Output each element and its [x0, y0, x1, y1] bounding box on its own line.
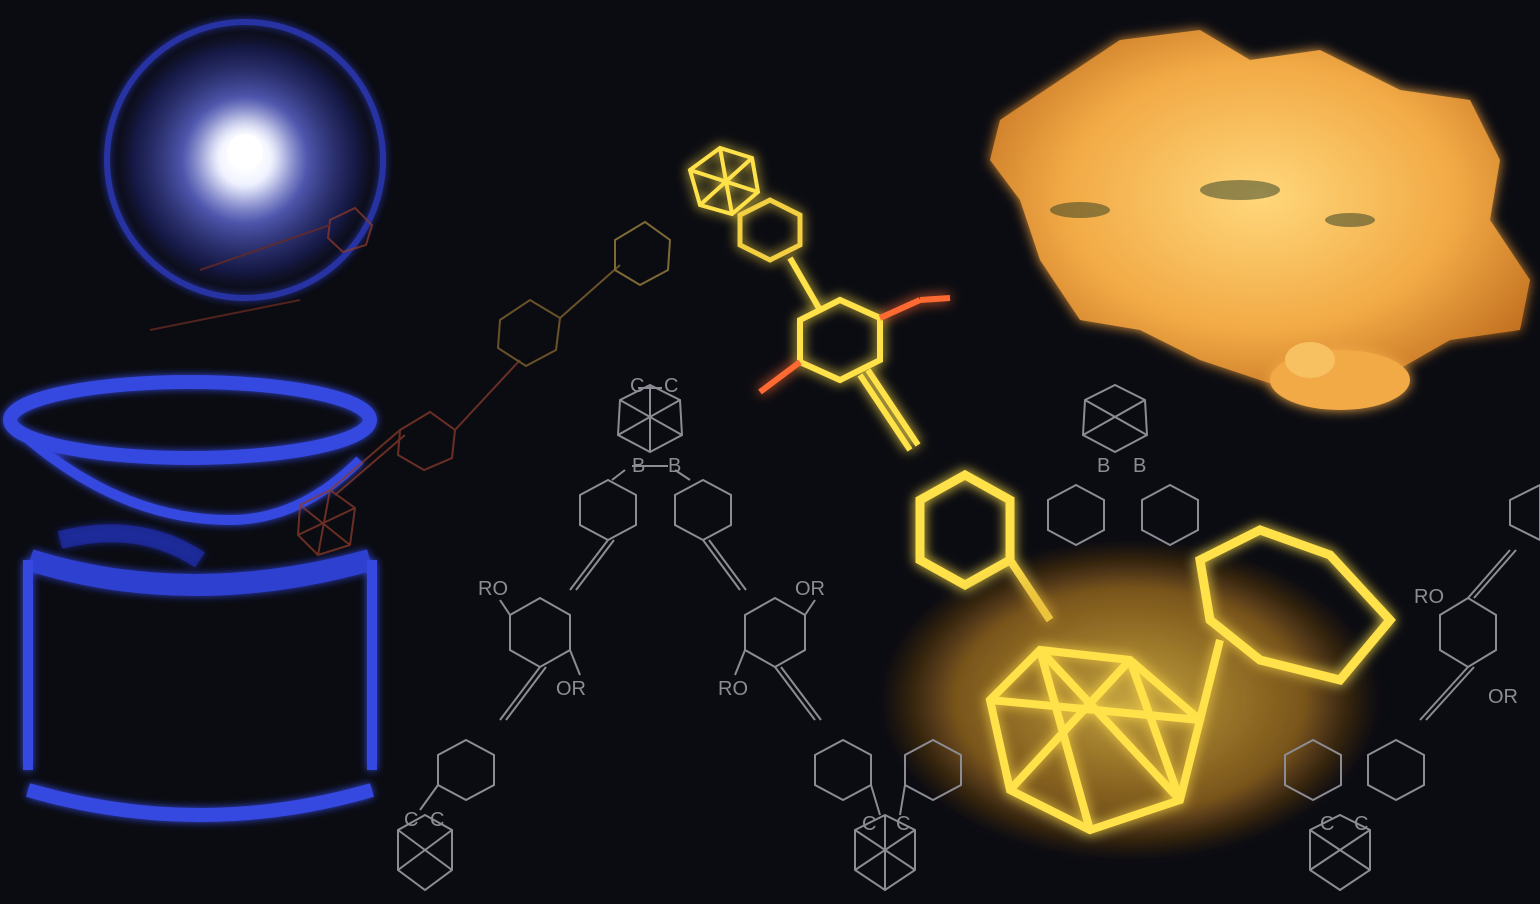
carbon-label: C [1354, 813, 1368, 835]
crystal-cluster-icon [990, 30, 1530, 410]
carbon-label: C [862, 813, 876, 835]
alkoxy-label: OR [1488, 686, 1518, 708]
uv-lamp-sphere [104, 19, 386, 301]
glowing-molecule [687, 145, 1396, 860]
alkoxy-label: OR [556, 678, 586, 700]
alkoxy-label: RO [1414, 586, 1444, 608]
carbon-label: C [430, 809, 444, 831]
chemical-structure [397, 383, 1540, 892]
structure-labels: C C B B B B RO OR OR RO RO OR C C C C C … [404, 375, 1518, 835]
benzene-ring-icon [737, 197, 803, 263]
carbon-label: C [404, 809, 418, 831]
alkoxy-label: RO [478, 578, 508, 600]
boron-label: B [1133, 455, 1146, 477]
large-carborane-cluster-icon [880, 525, 1396, 860]
boron-label: B [632, 455, 645, 477]
alkoxy-label: OR [795, 578, 825, 600]
carborane-cluster-icon [687, 145, 761, 217]
alkoxy-label: RO [718, 678, 748, 700]
phenyl-ring-large [1195, 525, 1396, 686]
beaker-icon [3, 375, 377, 822]
carbon-label: C [630, 375, 644, 397]
carbon-label: C [896, 813, 910, 835]
dissolved-molecule [149, 206, 672, 557]
carbon-label: C [664, 375, 678, 397]
boron-label: B [668, 455, 681, 477]
boron-label: B [1097, 455, 1110, 477]
carbon-label: C [1320, 813, 1334, 835]
